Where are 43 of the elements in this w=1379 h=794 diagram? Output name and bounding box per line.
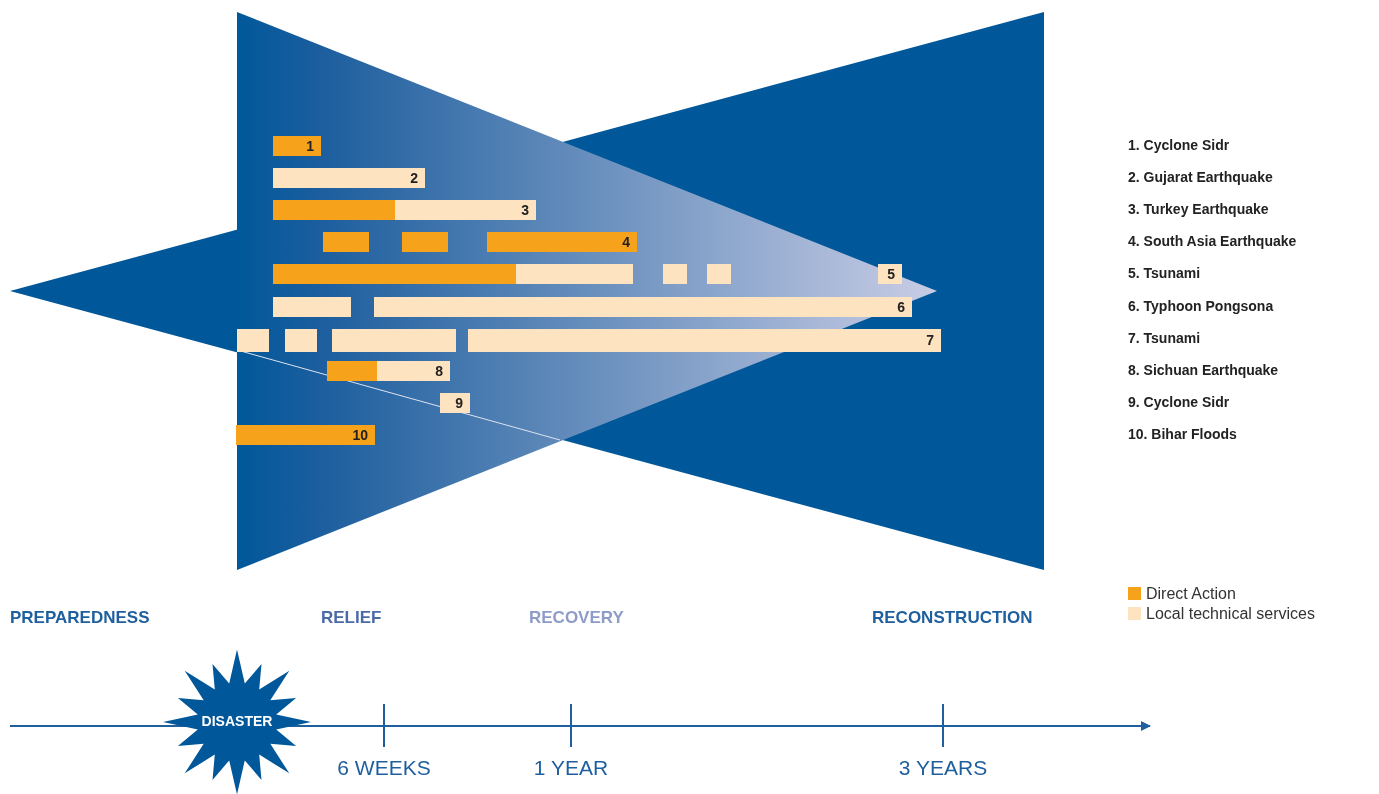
timeline-bar (663, 264, 687, 285)
timeline-bar: 9 (440, 392, 470, 413)
tick-label: 3 YEARS (898, 756, 988, 780)
timeline-bar (273, 296, 351, 317)
phase-label: RECONSTRUCTION (872, 608, 1033, 628)
list-item: 9. Cyclone Sidr (1128, 393, 1230, 410)
list-item: 2. Gujarat Earthquake (1128, 169, 1273, 186)
starburst-label: DISASTER (201, 713, 273, 729)
legend-label: Direct Action (1146, 585, 1236, 603)
timeline-bar (273, 200, 395, 221)
timeline-bar: 4 (487, 232, 637, 253)
list-item: 8. Sichuan Earthquake (1128, 361, 1279, 378)
timeline-bar (323, 232, 369, 253)
list-item: 6. Typhoon Pongsona (1128, 297, 1274, 314)
timeline-bar (273, 264, 516, 285)
phase-label: RECOVERY (529, 608, 624, 628)
timeline-bar (707, 264, 731, 285)
phase-label: PREPAREDNESS (10, 608, 150, 628)
timeline-bar: 6 (374, 296, 912, 317)
timeline-bar: 3 (395, 200, 536, 221)
timeline-bar: 7 (468, 328, 941, 352)
timeline-bar: 2 (273, 168, 425, 189)
timeline-bar (402, 232, 448, 253)
starburst (163, 649, 311, 794)
timeline-bar (237, 328, 269, 352)
list-item: 4. South Asia Earthquake (1128, 233, 1297, 250)
timeline-bar (516, 264, 633, 285)
timeline-bar: 5 (878, 264, 902, 285)
timeline-bar (332, 328, 456, 352)
list-item: 1. Cyclone Sidr (1128, 137, 1230, 153)
phase-label: RELIEF (321, 608, 382, 628)
timeline-bar (285, 328, 317, 352)
timeline-bar (327, 360, 377, 381)
list-item: 10. Bihar Floods (1128, 425, 1237, 442)
tick-label: 1 YEAR (533, 756, 609, 780)
timeline-bar: 8 (377, 360, 450, 381)
list-item: 3. Turkey Earthquake (1128, 201, 1269, 218)
timeline-bar: 10 (236, 424, 375, 445)
legend-label: Local technical services (1146, 605, 1315, 623)
tick-label: 6 WEEKS (337, 756, 431, 780)
list-item: 5. Tsunami (1128, 265, 1201, 282)
list-item: 7. Tsunami (1128, 329, 1201, 346)
timeline-bar: 1 (273, 136, 321, 156)
